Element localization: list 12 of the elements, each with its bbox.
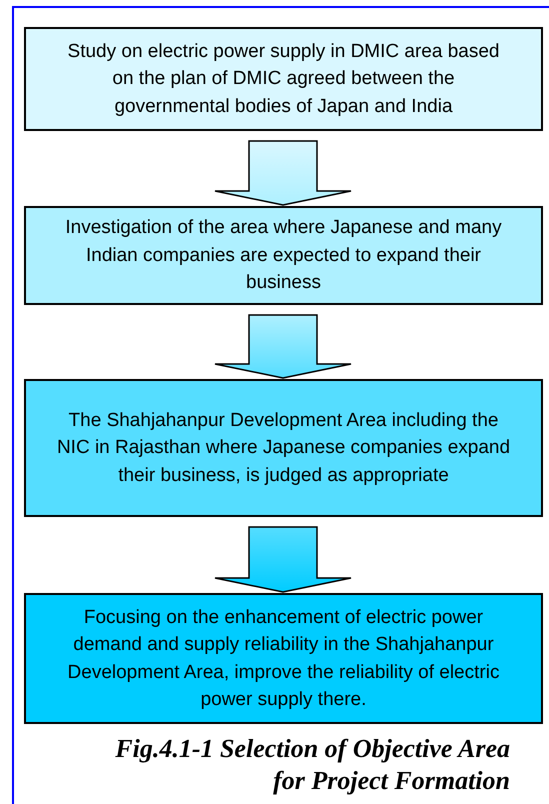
block-arrow (214, 140, 352, 206)
process-box (24, 27, 543, 131)
box-text: Investigation of the area where Japanese and many Indian companies are expected to expand their business (64, 216, 503, 296)
figure-caption: Fig.4.1-1 Selection of Objective Area for Project Formation (114, 733, 511, 797)
process-box (24, 593, 543, 724)
box-text: Study on electric power supply in DMIC area based on the plan of DMIC agreed between the governmental bodies of Japan and India (66, 40, 500, 119)
box-text: The Shahjahanpur Development Area including the NIC in Rajasthan where Japanese companies expand their business, is judged as appropriate (56, 408, 511, 488)
process-box (24, 379, 543, 517)
block-arrow (214, 526, 352, 593)
process-box (24, 206, 543, 305)
box-text: Focusing on the enhancement of electric power demand and supply reliability in the Shahjahanpur Development Area, improve the reliability of electric power supply there. (66, 606, 500, 712)
block-arrow (214, 314, 352, 379)
